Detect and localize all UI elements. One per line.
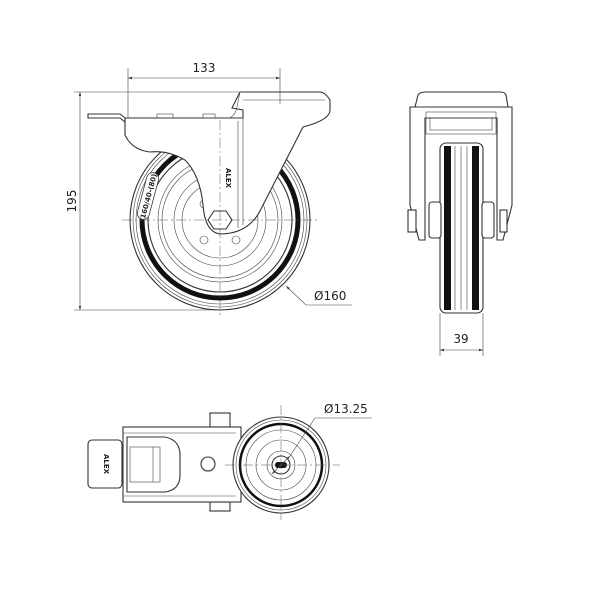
top-view: ALEX Ø13.25 <box>87 402 372 520</box>
bolt-head-top <box>209 412 231 428</box>
bolt-hole-icon <box>199 235 209 245</box>
dimension-39: 39 <box>439 313 484 356</box>
axle-nut-left-icon <box>407 209 417 233</box>
front-view: 160/40-(80) ALEX 133 <box>65 61 352 315</box>
axle-nut-right-icon <box>499 209 508 233</box>
dimension-diameter-160: Ø160 <box>285 285 352 306</box>
brake-lever <box>87 113 126 124</box>
svg-text:133: 133 <box>193 61 216 75</box>
pivot-hole <box>200 456 216 472</box>
brake-slot <box>126 436 181 493</box>
svg-text:Ø160: Ø160 <box>314 289 346 303</box>
bolt-head-bottom <box>209 501 231 512</box>
dimension-133: 133 <box>127 61 281 118</box>
svg-text:Ø13.25: Ø13.25 <box>324 402 368 416</box>
dimension-diameter-13-25: Ø13.25 <box>271 402 372 475</box>
hub-right <box>481 201 495 239</box>
fork-front: ALEX <box>87 91 331 235</box>
top-plate-side <box>414 91 509 108</box>
brand-logo: ALEX <box>102 454 110 475</box>
brand-logo: ALEX <box>224 168 232 189</box>
side-view: 39 <box>407 91 513 356</box>
brake-tab <box>87 439 123 489</box>
bolt-hole-icon <box>231 235 241 245</box>
svg-text:39: 39 <box>453 332 468 346</box>
dimension-195: 195 <box>65 91 240 311</box>
svg-text:195: 195 <box>65 190 79 213</box>
hub-left <box>428 201 442 239</box>
